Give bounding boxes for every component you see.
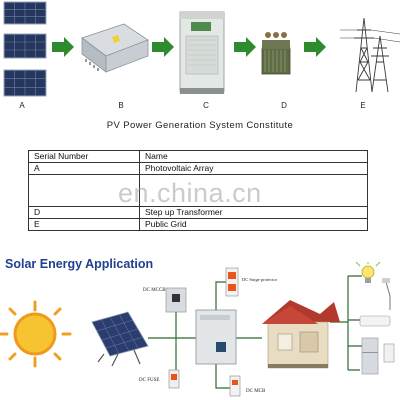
component-table: Serial Number Name A Photovoltaic Array … [28,150,368,231]
stage-label-d: D [281,101,287,110]
table-row-obscured [28,174,368,207]
dc-fuse-label: DC FUSE [139,378,160,383]
dc-mcb-icon [229,375,241,397]
diagram-subtitle: PV Power Generation System Constitute [106,120,294,131]
table-header-row: Serial Number Name [28,150,368,163]
header-serial-number: Serial Number [28,150,140,163]
solar-panels-icon [3,1,47,97]
stage-label-c: C [203,101,209,110]
pv-chain-illustration [3,1,400,97]
arrow-right-icon [304,37,326,57]
light-bulb-icon [355,262,381,283]
surge-protector-label: DC Surge protector [242,277,278,282]
stage-label-a: A [19,101,25,110]
surge-protector-icon [225,267,239,297]
stage-label-e: E [360,101,366,110]
table-row: A Photovoltaic Array [28,162,368,175]
table-row: D Step up Transformer [28,206,368,219]
dc-fuse-icon [168,369,180,389]
stage-label-b: B [118,101,124,110]
combiner-box-icon [81,23,149,73]
flow-arrows [52,37,326,57]
serial-cell: A [28,162,140,175]
refrigerator-icon [361,337,395,375]
dc-mccb-icon [165,287,187,313]
arrow-right-icon [52,37,74,57]
inverter-cabinet-icon [179,11,225,94]
sun-icon [0,300,72,368]
lamp-icon [382,278,391,310]
name-cell: Public Grid [139,218,368,231]
header-name: Name [139,150,368,163]
transformer-icon [261,32,291,75]
arrow-right-icon [234,37,256,57]
serial-cell: E [28,218,140,231]
arrow-right-icon [152,37,174,57]
application-title: Solar Energy Application [5,257,154,271]
air-conditioner-icon [359,315,391,327]
name-cell: Photovoltaic Array [139,162,368,175]
solar-array-icon [91,311,149,367]
dc-mcb-label: DC MCB [246,389,266,394]
dc-mccb-label: DC MCCB [143,288,166,293]
transmission-tower-icon [340,17,400,93]
house-icon [262,300,340,369]
solar-application-illustration [0,262,395,397]
combiner-box-icon [195,309,237,365]
table-row: E Public Grid [28,218,368,231]
watermark: en.china.cn [118,178,262,208]
